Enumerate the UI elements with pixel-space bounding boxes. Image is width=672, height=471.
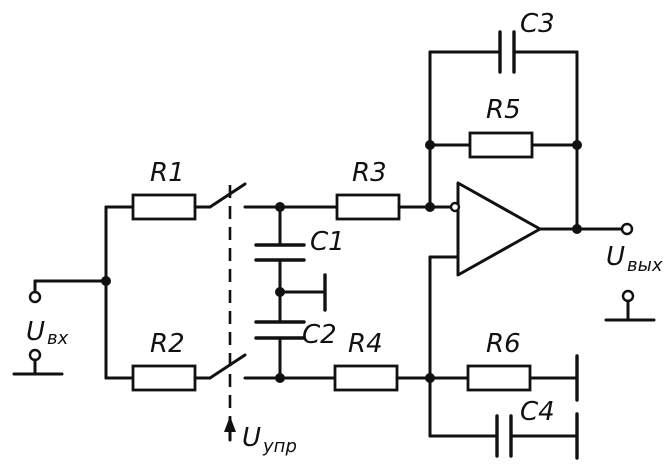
control-linkage	[224, 185, 236, 442]
switch-2	[193, 353, 282, 380]
resistor-r3-label: R3	[352, 158, 387, 188]
lower-network-wires	[425, 373, 579, 438]
resistor-r1	[131, 193, 197, 221]
capacitor-c2-label: C2	[302, 320, 337, 350]
capacitor-c1-label: C1	[310, 227, 345, 257]
resistor-r4-label: R4	[348, 329, 383, 359]
capacitor-c4	[495, 414, 513, 458]
capacitor-c4-label: C4	[520, 397, 555, 427]
input-ground	[12, 348, 64, 376]
output-terminal	[575, 222, 634, 236]
resistor-r1-label: R1	[150, 158, 185, 188]
resistor-r6	[466, 364, 532, 392]
resistor-r3	[335, 193, 401, 221]
capacitor-c2	[254, 320, 306, 340]
resistor-r6-label: R6	[486, 329, 521, 359]
feedback-wires	[425, 50, 582, 232]
input-junction-wires	[101, 205, 135, 380]
capacitor-c3	[498, 30, 516, 74]
resistor-r2	[131, 364, 197, 392]
resistor-r4	[333, 364, 399, 392]
capacitor-c1	[254, 243, 306, 262]
switch-1	[193, 182, 282, 209]
inverting-input-marker	[449, 201, 461, 213]
arrow-up-icon	[224, 416, 236, 432]
resistor-r5	[468, 131, 534, 159]
resistor-r5-label: R5	[486, 95, 521, 125]
capacitor-c3-label: C3	[520, 9, 555, 39]
op-amp	[428, 181, 582, 380]
input-terminal	[28, 279, 108, 304]
resistor-r2-label: R2	[150, 329, 185, 359]
output-ground	[604, 289, 656, 322]
